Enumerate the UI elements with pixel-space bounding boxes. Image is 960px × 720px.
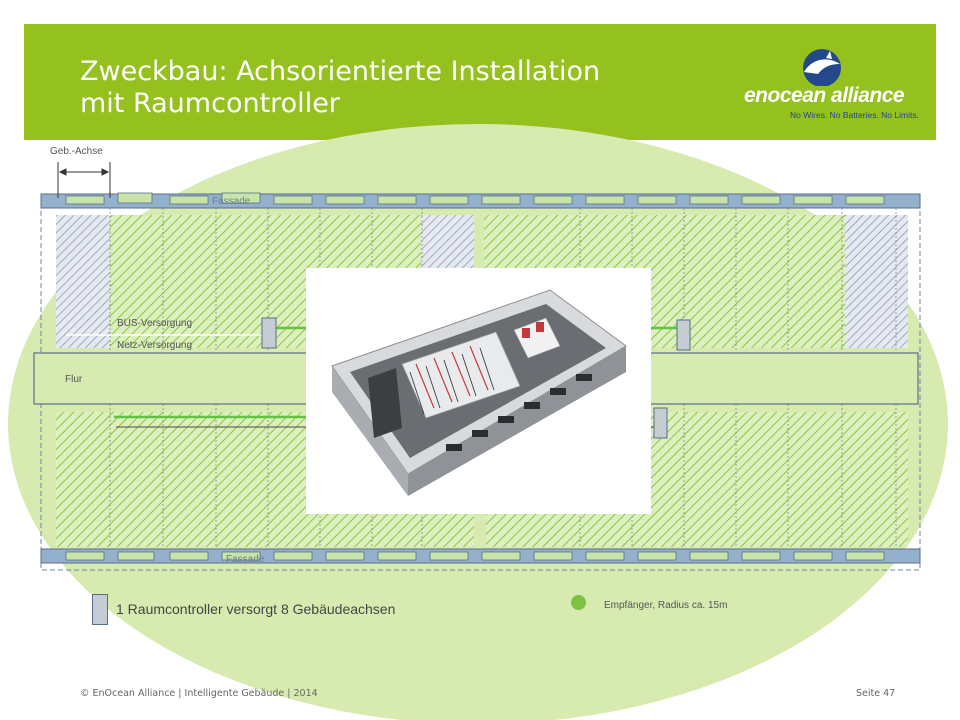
logo-tagline: No Wires. No Batteries. No Limits. [790,110,919,120]
corridor-label: Flur [65,374,83,385]
room-controller-cabinet-photo [306,268,651,514]
building-axis-label: Geb.-Achse [50,146,103,157]
slide-title-line-2: mit Raumcontroller [80,88,340,119]
logo-wordmark: enocean alliance [744,84,905,107]
legend-room-controller-text: 1 Raumcontroller versorgt 8 Gebäudeachse… [116,601,396,617]
power-supply-label: Netz-Versorgung [117,340,193,351]
room-controller-box-bottom-right [653,407,668,439]
bus-supply-line [66,326,678,336]
room-controller-box-top-left [261,317,277,349]
enocean-alliance-logo: enocean alliance No Wires. No Batteries.… [732,44,919,126]
legend-receiver-symbol [571,595,586,610]
bus-supply-label: BUS-Versorgung [117,318,193,329]
slide-title-line-1: Zweckbau: Achsorientierte Installation [80,56,601,87]
facade-top [40,192,921,209]
footer-page-number: Seite 47 [856,688,896,699]
dolphin-icon [803,49,841,86]
axis-dimension-marker [57,162,111,198]
facade-bottom-label: Fassade [226,554,265,565]
facade-top-label: Fassade [212,196,251,207]
facade-bottom [40,548,921,564]
footer-copyright: © EnOcean Alliance | Intelligente Gebäud… [80,688,318,699]
room-controller-box-top-right [676,319,691,351]
legend-room-controller-symbol [92,594,108,625]
legend-receiver-text: Empfänger, Radius ca. 15m [604,600,728,611]
slide-title: Zweckbau: Achsorientierte Installation m… [80,56,600,120]
